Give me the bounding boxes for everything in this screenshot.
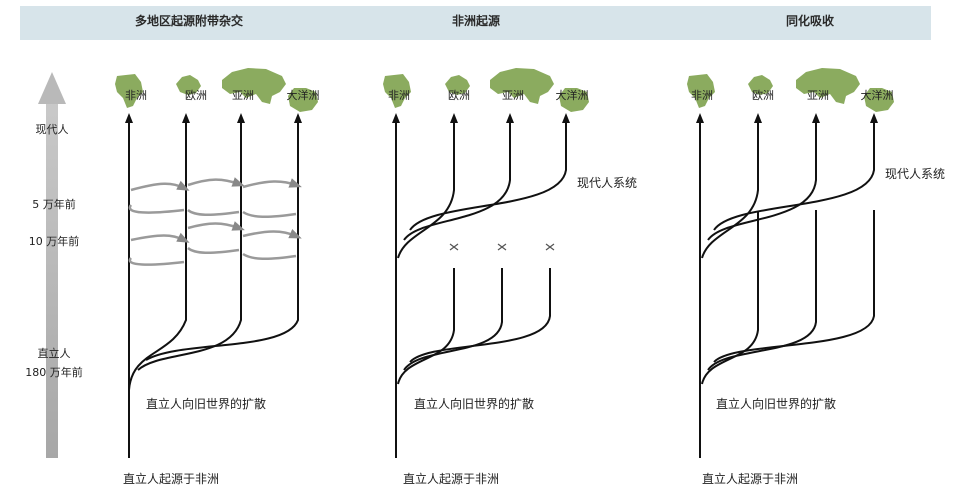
time-label-erectus: 直立人 (38, 346, 71, 360)
continent-label-europe: 欧洲 (185, 89, 207, 102)
continent-label-europe: 欧洲 (448, 89, 470, 102)
expansion-label-2: 直立人向旧世界的扩散 (414, 396, 534, 411)
continent-label-africa: 非洲 (125, 89, 147, 102)
origin-label-3: 直立人起源于非洲 (702, 471, 798, 486)
origin-label-2: 直立人起源于非洲 (403, 471, 499, 486)
continent-label-africa: 非洲 (691, 89, 713, 102)
continent-label-africa: 非洲 (388, 89, 410, 102)
continent-label-europe: 欧洲 (752, 89, 774, 102)
title-bar: 多地区起源附带杂交 非洲起源 同化吸收 (20, 6, 931, 40)
time-axis (38, 72, 66, 458)
panel-title-assimilation: 同化吸收 (786, 14, 835, 28)
panel-out-of-africa: 非洲 欧洲 亚洲 大洋洲 现代人系统 直立人向旧世界的扩散 直立人起源于非洲 (383, 68, 637, 486)
time-label-50k: 5 万年前 (32, 197, 76, 211)
continent-label-asia: 亚洲 (502, 89, 524, 102)
expansion-label-1: 直立人向旧世界的扩散 (146, 396, 266, 411)
continent-label-asia: 亚洲 (232, 89, 254, 102)
time-label-1800k: 180 万年前 (25, 365, 83, 379)
panel-multiregional: 非洲 欧洲 亚洲 大洋洲 直立人向旧世界的扩散 直立人起源于非洲 (115, 68, 320, 486)
modern-human-lineage-label-2: 现代人系统 (577, 176, 637, 190)
time-label-modern: 现代人 (36, 123, 69, 136)
expansion-label-3: 直立人向旧世界的扩散 (716, 396, 836, 411)
panel-title-out-of-africa: 非洲起源 (452, 14, 501, 28)
continent-label-oceania: 大洋洲 (556, 88, 589, 102)
modern-human-lineage-label-3: 现代人系统 (885, 167, 945, 181)
continent-label-oceania: 大洋洲 (861, 88, 894, 102)
panel-assimilation: 非洲 欧洲 亚洲 大洋洲 现代人系统 直立人向旧世界的扩散 直立人起源于非洲 (687, 68, 945, 486)
panel-title-multiregional: 多地区起源附带杂交 (135, 14, 244, 28)
continent-label-asia: 亚洲 (807, 89, 829, 102)
continent-label-oceania: 大洋洲 (287, 88, 320, 102)
origin-label-1: 直立人起源于非洲 (123, 471, 219, 486)
time-label-100k: 10 万年前 (29, 234, 80, 248)
